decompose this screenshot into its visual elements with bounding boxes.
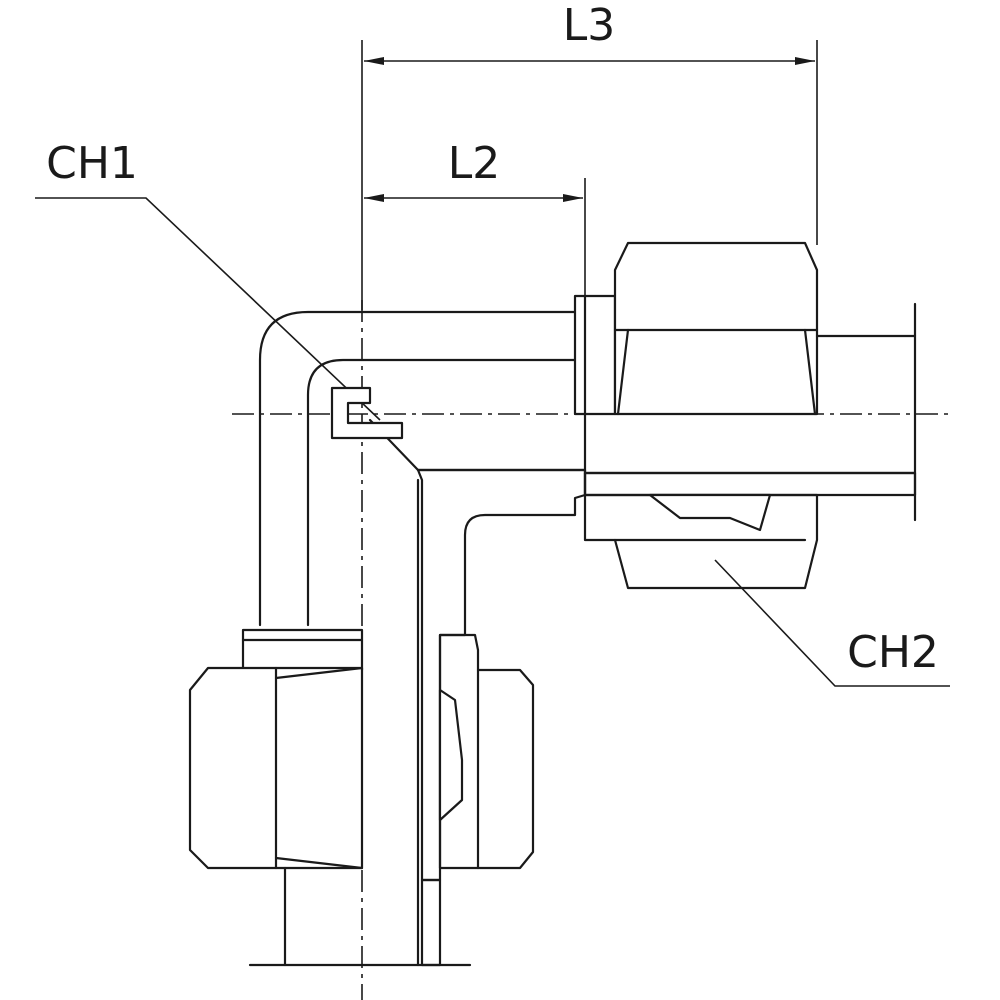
elbow-body: [258, 310, 577, 967]
ch2-callout: CH2: [714, 559, 950, 687]
bottom-collar: [241, 628, 364, 672]
bottom-connection: [188, 628, 535, 967]
right-tube-wall-section: [583, 471, 917, 497]
elbow-inner-contour: [306, 358, 577, 627]
ch2-leader-line: [714, 559, 950, 687]
right-ferrule: [648, 493, 772, 532]
right-connection: [573, 241, 917, 590]
right-nut-section: [583, 493, 819, 590]
bottom-ferrule: [438, 688, 464, 822]
right-hex-chamfer-left: [616, 328, 630, 416]
bottom-tube-wall-section: [420, 878, 442, 967]
bottom-nut-section: [438, 633, 535, 870]
elbow-outer-contour: [258, 310, 577, 627]
l2-label: L2: [448, 138, 501, 189]
right-hex-nut: [613, 241, 819, 416]
ch1-label: CH1: [46, 138, 138, 189]
bottom-hex-chamfer-top: [274, 666, 364, 680]
bottom-hex-chamfer-bottom: [274, 856, 364, 870]
section-marker: [330, 386, 404, 440]
ch2-label: CH2: [847, 627, 939, 678]
l3-label: L3: [563, 0, 616, 51]
ch1-callout: CH1: [35, 138, 381, 421]
dimension-l2: L2: [364, 138, 586, 300]
right-collar: [573, 294, 617, 416]
right-hex-chamfer-right: [803, 328, 817, 416]
ch1-leader-line: [35, 197, 381, 421]
dimension-l3: L3: [361, 0, 818, 310]
